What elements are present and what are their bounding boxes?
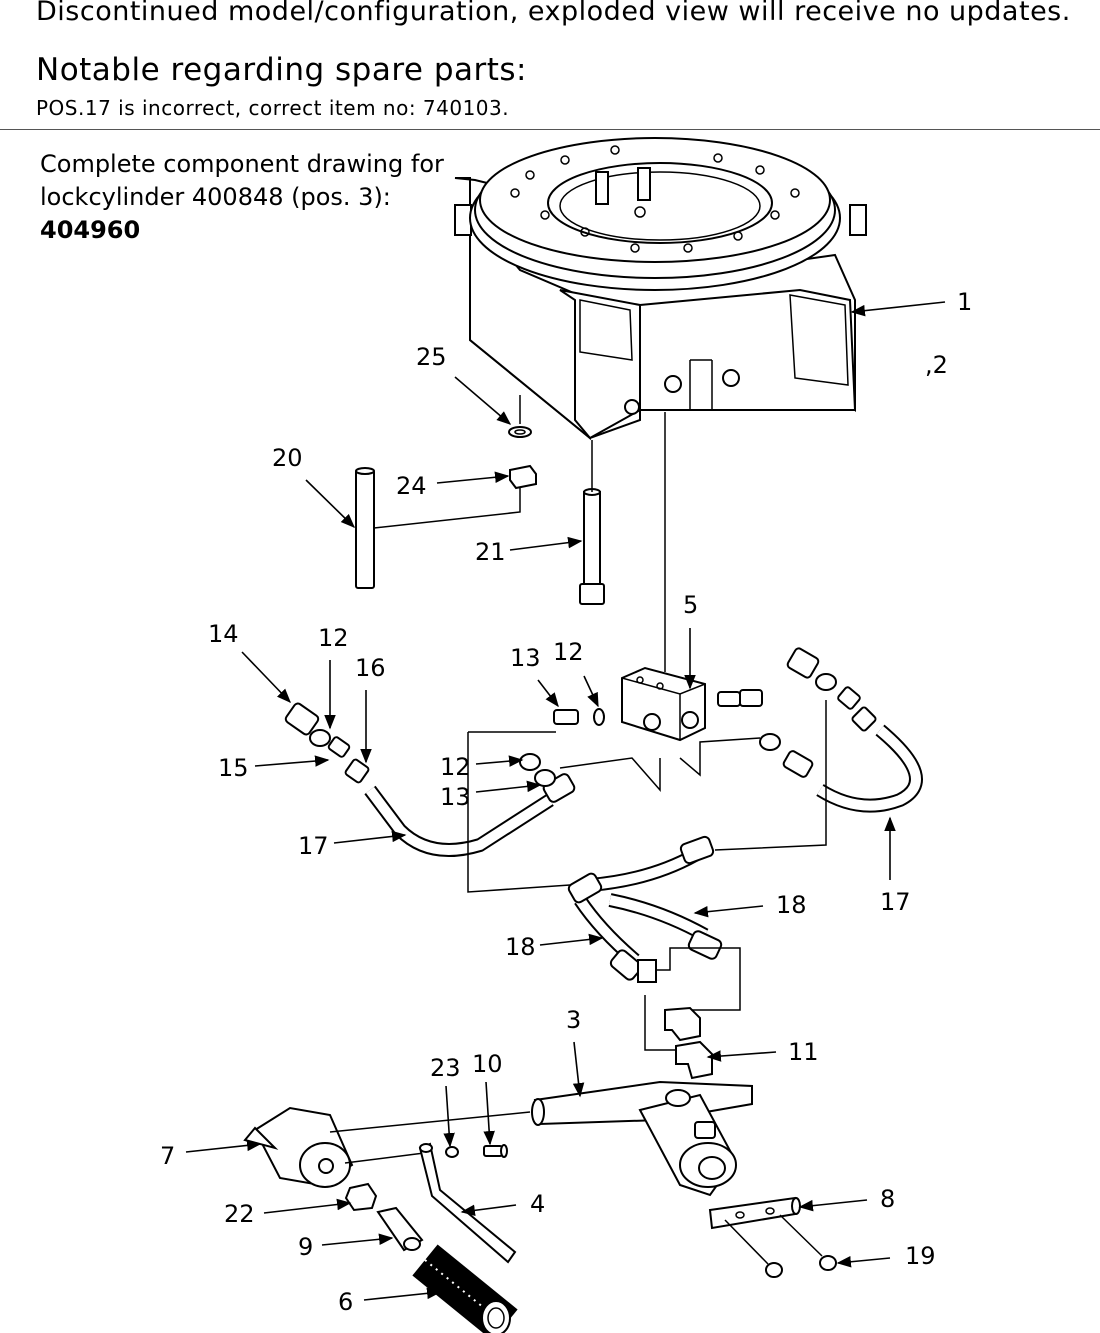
label-part-11: 11 (788, 1038, 819, 1066)
label-part-14: 14 (208, 620, 239, 648)
label-part-2: ,2 (925, 351, 948, 379)
label-part-17-right: 17 (880, 888, 911, 916)
label-part-20: 20 (272, 444, 303, 472)
label-part-5: 5 (683, 591, 698, 619)
spring-6 (412, 1244, 518, 1333)
label-part-4: 4 (530, 1190, 545, 1218)
nut-24 (509, 464, 537, 490)
label-part-21: 21 (475, 538, 506, 566)
bar-8 (708, 1196, 801, 1230)
label-part-10: 10 (472, 1050, 503, 1078)
left-hose-assembly (284, 702, 576, 857)
label-part-18-right: 18 (776, 891, 807, 919)
right-hose-assembly (759, 647, 923, 813)
label-part-25: 25 (416, 343, 447, 371)
washer-25 (508, 426, 532, 438)
label-part-9: 9 (298, 1233, 313, 1261)
spare-parts-heading: Notable regarding spare parts: (36, 52, 527, 88)
pin-9 (376, 1206, 424, 1252)
middle-hoses-18 (567, 835, 723, 983)
label-part-22: 22 (224, 1200, 255, 1228)
nut-22 (344, 1182, 378, 1212)
header-divider (0, 129, 1100, 130)
lever-4 (418, 1142, 517, 1264)
fitting-right-block (717, 689, 763, 707)
label-part-1: 1 (957, 288, 972, 316)
leader-lines (185, 301, 946, 1301)
label-part-12-left: 12 (318, 624, 349, 652)
spare-parts-note: POS.17 is incorrect, correct item no: 74… (36, 96, 510, 120)
label-part-8: 8 (880, 1185, 895, 1213)
label-part-15: 15 (218, 754, 249, 782)
label-part-7: 7 (160, 1142, 175, 1170)
label-part-17-left: 17 (298, 832, 329, 860)
component-note-line1: Complete component drawing for (40, 150, 444, 178)
label-part-16: 16 (355, 654, 386, 682)
label-part-23: 23 (430, 1054, 461, 1082)
label-part-12-top: 12 (553, 638, 584, 666)
fitting-13-left (553, 708, 605, 726)
label-part-3: 3 (566, 1006, 581, 1034)
screw-21 (579, 488, 605, 605)
valve-block-5 (621, 666, 706, 742)
base-housing (454, 137, 867, 441)
label-part-6: 6 (338, 1288, 353, 1316)
component-note-line2: lockcylinder 400848 (pos. 3): (40, 183, 391, 211)
label-part-12-mid: 12 (440, 753, 471, 781)
screw-10 (483, 1144, 508, 1158)
label-part-13-mid: 13 (440, 783, 471, 811)
component-note-drawing-number: 404960 (40, 216, 141, 244)
washer-23 (445, 1146, 459, 1158)
discontinued-notice: Discontinued model/configuration, explod… (36, 0, 1071, 27)
pin-20 (355, 467, 375, 589)
cylinder-7 (243, 1106, 354, 1188)
elbow-fittings-11 (664, 1006, 713, 1080)
label-part-19: 19 (905, 1242, 936, 1270)
label-part-24: 24 (396, 472, 427, 500)
label-part-13-top: 13 (510, 644, 541, 672)
label-part-18-left: 18 (505, 933, 536, 961)
screws-19 (765, 1255, 837, 1278)
lock-cylinder-3 (531, 1080, 753, 1197)
